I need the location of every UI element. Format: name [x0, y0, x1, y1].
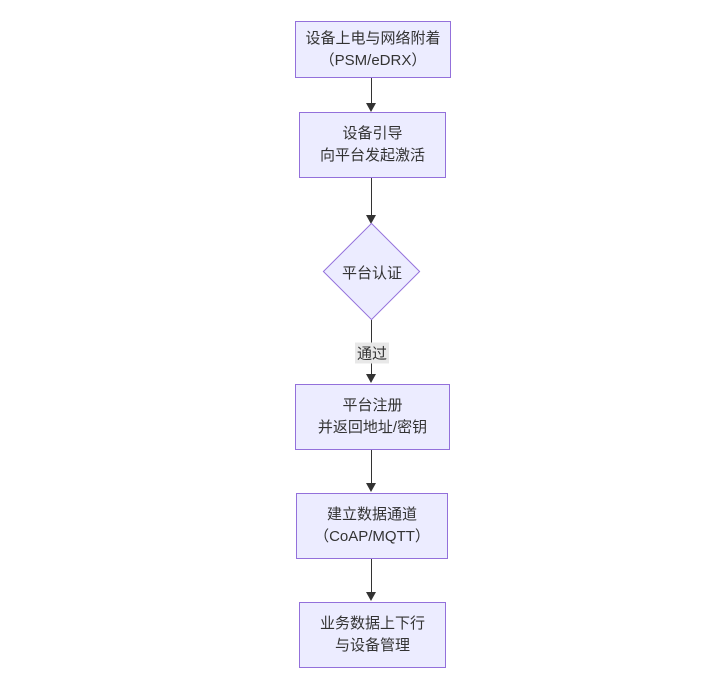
edge-line-1: [370, 78, 372, 105]
node-platform-register: 平台注册 并返回地址/密钥: [295, 384, 450, 450]
node-platform-register-line2: 并返回地址/密钥: [317, 419, 428, 436]
node-business-data: 业务数据上下行 与设备管理: [299, 602, 446, 668]
node-power-attach: 设备上电与网络附着 （PSM/eDRX）: [295, 21, 451, 78]
node-bootstrap: 设备引导 向平台发起激活: [299, 112, 446, 178]
node-bootstrap-line1: 设备引导: [342, 125, 403, 142]
arrowhead-icon: [366, 103, 376, 112]
node-bootstrap-line2: 向平台发起激活: [319, 147, 425, 164]
edge-line-5: [370, 559, 372, 593]
node-platform-register-line1: 平台注册: [342, 397, 403, 414]
node-business-data-line2: 与设备管理: [334, 637, 410, 654]
node-power-attach-line2: （PSM/eDRX）: [319, 51, 427, 69]
node-power-attach-line1: 设备上电与网络附着: [305, 29, 441, 47]
node-data-channel-line2: （CoAP/MQTT）: [314, 528, 430, 545]
node-business-data-line1: 业务数据上下行: [319, 615, 425, 632]
edge-label-pass: 通过: [354, 342, 390, 364]
arrowhead-icon: [366, 483, 376, 492]
arrowhead-icon: [366, 374, 376, 383]
arrowhead-icon: [366, 592, 376, 601]
edge-line-2: [370, 178, 372, 217]
node-data-channel-line1: 建立数据通道: [326, 506, 417, 523]
arrowhead-icon: [366, 215, 376, 224]
node-data-channel: 建立数据通道 （CoAP/MQTT）: [296, 493, 448, 559]
node-platform-auth: 平台认证: [322, 222, 422, 321]
node-platform-auth-label: 平台认证: [341, 264, 402, 282]
edge-line-4: [370, 450, 372, 484]
